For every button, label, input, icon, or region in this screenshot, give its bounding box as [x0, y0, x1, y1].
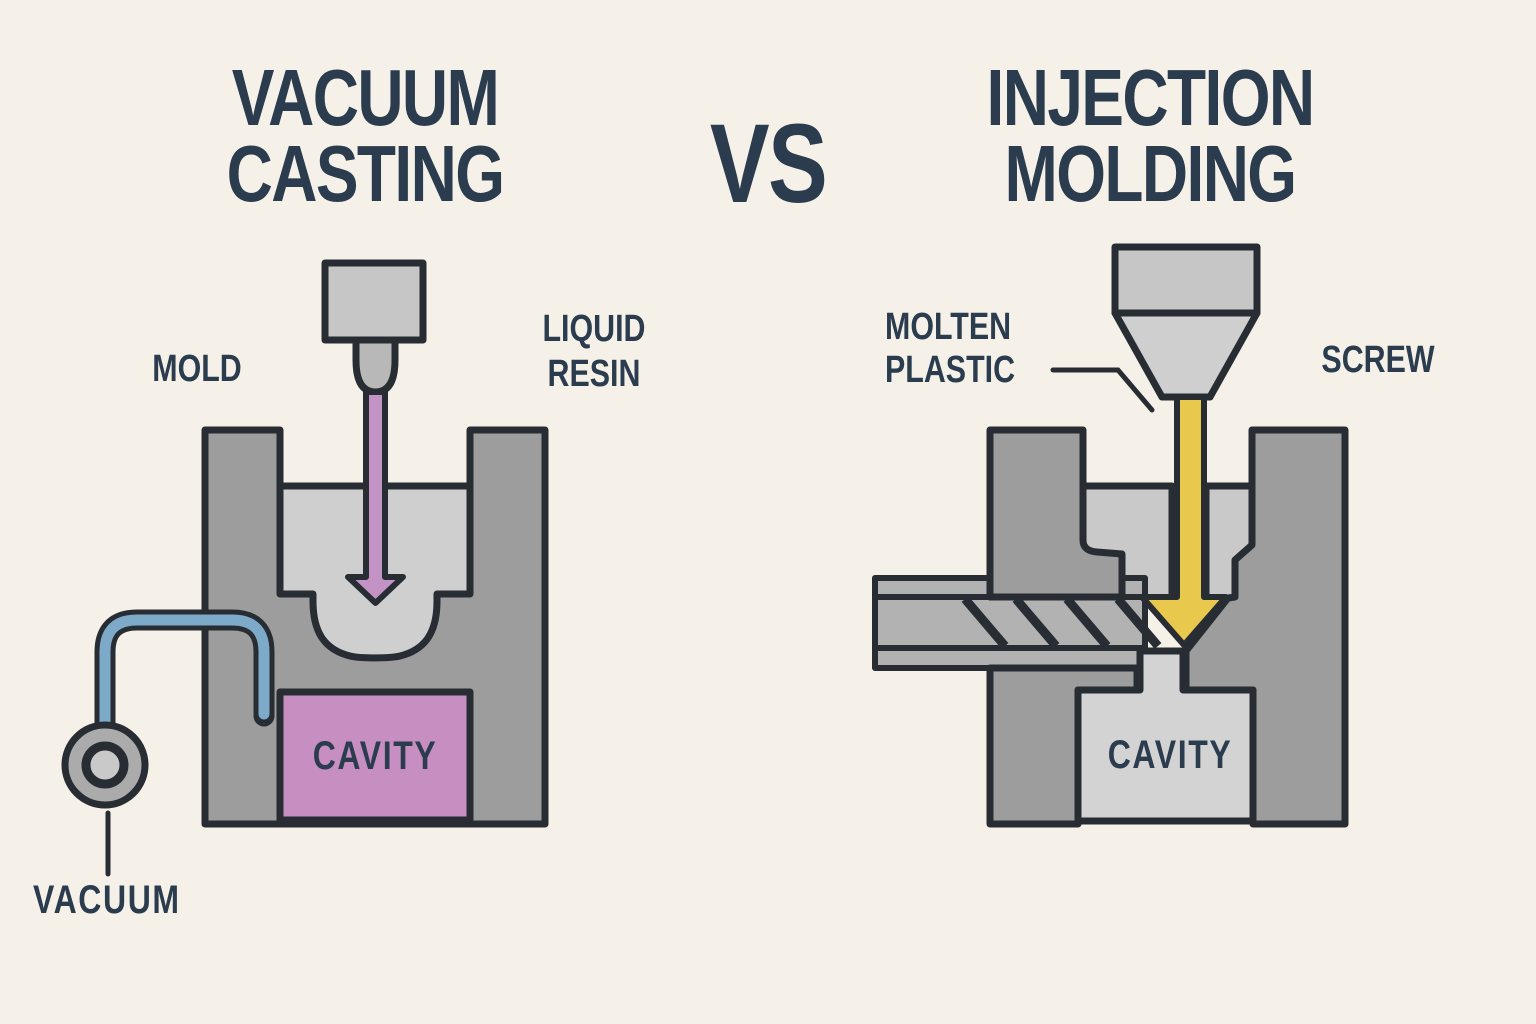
injection-molding-diagram — [872, 243, 1349, 828]
liquid-resin-label-line1: LIQUID — [542, 308, 646, 350]
vacuum-pump-port — [81, 741, 129, 789]
vacuum-tube — [99, 614, 270, 731]
page-title-right-line2: MOLDING — [1004, 129, 1298, 218]
hopper — [1111, 243, 1261, 317]
vacuum-label: VACUUM — [33, 878, 181, 922]
page-title-right-line1: INJECTION — [986, 53, 1316, 142]
screw-label: SCREW — [1321, 339, 1435, 381]
cavity-label-right: CAVITY — [1107, 733, 1233, 777]
screw-hatching — [961, 596, 1162, 649]
cavity-fill-left — [276, 688, 474, 824]
page-title-left-line1: VACUUM — [231, 53, 500, 142]
plastic-flow-arrow — [1139, 394, 1229, 648]
cavity-fill-right — [1074, 647, 1257, 825]
resin-nozzle — [352, 336, 399, 396]
resin-flow-arrow — [345, 389, 406, 606]
page-title-left-line2: CASTING — [226, 129, 505, 218]
mold-block-upper-left — [986, 426, 1126, 601]
hopper-funnel — [1111, 309, 1261, 401]
versus-text: VS — [709, 101, 828, 226]
vacuum-casting-diagram — [61, 259, 549, 877]
cavity-label-left: CAVITY — [312, 734, 438, 778]
liquid-resin-label-line2: RESIN — [547, 353, 641, 395]
molten-plastic-label-line2: PLASTIC — [885, 349, 1016, 391]
mold-label: MOLD — [152, 348, 242, 390]
resin-reservoir — [321, 259, 427, 344]
molten-plastic-leader-line — [1050, 367, 1155, 413]
molten-plastic-label-line1: MOLTEN — [885, 306, 1012, 348]
